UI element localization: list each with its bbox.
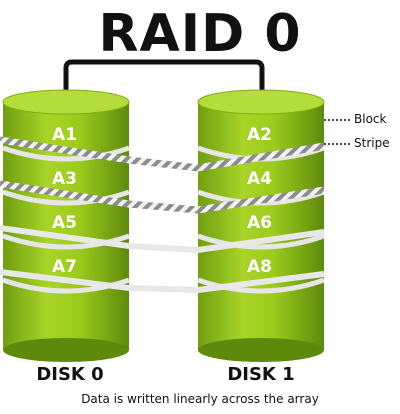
stripe-3 [0,225,325,254]
disk-0-label: DISK 0 [36,364,104,385]
disk-0-block-4: A7 [52,257,77,277]
block-annotation: Block [354,112,387,126]
disk-1-label: DISK 1 [227,364,295,385]
disk-1-block-3: A6 [247,213,272,233]
disk-0-block-1: A1 [52,125,77,145]
diagram-title: RAID 0 [98,4,302,64]
disk-1-block-4: A8 [247,257,272,277]
stripe-annotation: Stripe [354,136,390,150]
stripe-2 [0,180,325,214]
disk-0-block-2: A3 [52,169,77,189]
stripe-4 [0,269,325,294]
disk-1-cylinder [197,89,325,362]
stripe-1 [0,136,325,172]
title-bracket [63,59,265,100]
diagram-caption: Data is written linearly across the arra… [81,392,319,406]
disk-1-block-2: A4 [247,169,272,189]
disk-1-block-1: A2 [247,125,272,145]
disk-0-block-3: A5 [52,213,77,233]
